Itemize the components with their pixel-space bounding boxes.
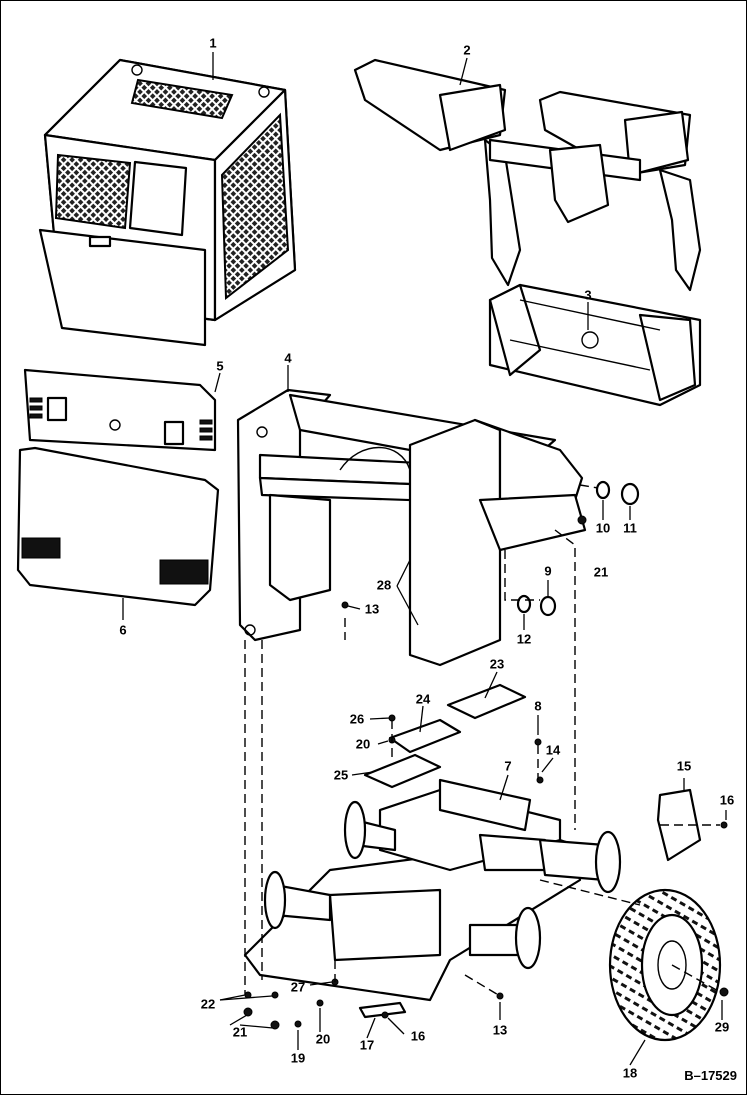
callout-10: 10	[595, 520, 611, 536]
callout-17: 17	[359, 1037, 375, 1053]
callout-20: 20	[355, 736, 371, 752]
callout-5: 5	[216, 358, 224, 374]
assembly-lines	[244, 484, 721, 997]
main-frame	[236, 388, 587, 667]
leader-lines	[122, 52, 727, 1066]
callout-3: 3	[584, 287, 592, 303]
drawing-code: B–17529	[684, 1068, 737, 1083]
callout-16: 16	[719, 792, 735, 808]
rear-door	[16, 446, 220, 607]
callout-27: 27	[290, 979, 306, 995]
callout-9: 9	[544, 563, 552, 579]
callout-8: 8	[534, 698, 542, 714]
callout-4: 4	[284, 350, 292, 366]
callout-1: 1	[209, 35, 217, 51]
callout-6: 6	[119, 622, 127, 638]
callout-21: 21	[232, 1024, 248, 1040]
callout-13: 13	[364, 601, 380, 617]
callout-23: 23	[489, 656, 505, 672]
bob-tach	[488, 283, 702, 407]
callout-13: 13	[492, 1022, 508, 1038]
callout-15: 15	[676, 758, 692, 774]
operator-cab	[38, 58, 297, 347]
callout-18: 18	[622, 1065, 638, 1081]
callout-16: 16	[410, 1028, 426, 1044]
callout-12: 12	[516, 631, 532, 647]
hardware	[243, 480, 729, 1030]
callout-26: 26	[349, 711, 365, 727]
callout-20: 20	[315, 1031, 331, 1047]
callout-29: 29	[714, 1019, 730, 1035]
callout-14: 14	[545, 742, 561, 758]
plate-23	[446, 683, 527, 720]
callout-28: 28	[376, 577, 392, 593]
rear-grille-panel	[23, 368, 217, 452]
plate-24	[388, 718, 462, 754]
callout-2: 2	[463, 42, 471, 58]
callout-19: 19	[290, 1050, 306, 1066]
lift-arm	[353, 58, 702, 292]
callout-24: 24	[415, 691, 431, 707]
callout-22: 22	[200, 996, 216, 1012]
callout-7: 7	[504, 758, 512, 774]
tire	[608, 888, 722, 1042]
strap	[358, 1001, 407, 1019]
callout-11: 11	[623, 520, 637, 536]
chassis	[243, 778, 622, 1002]
plate-25	[363, 753, 442, 789]
callout-21: 21	[593, 564, 609, 580]
callout-25: 25	[333, 767, 349, 783]
